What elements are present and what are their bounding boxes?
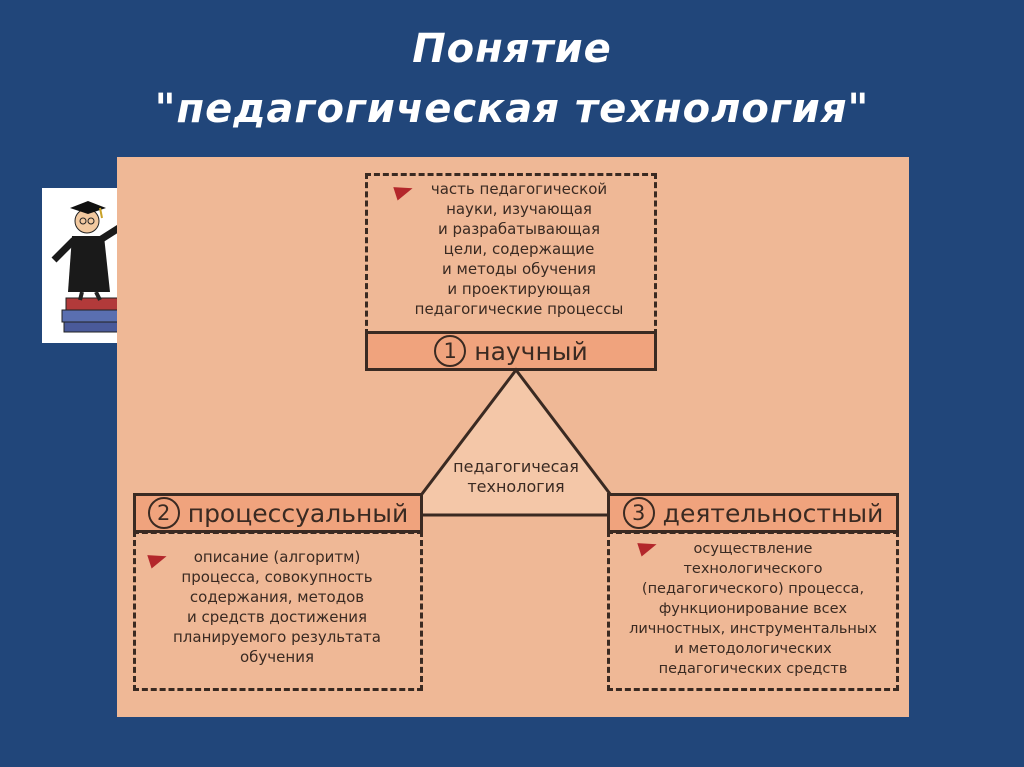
activity-label: деятельностный <box>662 498 884 528</box>
activity-box <box>607 531 899 691</box>
number-2-badge: 2 <box>147 497 180 529</box>
scientific-band: 1 научный <box>365 331 657 371</box>
number-1-badge: 1 <box>434 335 467 367</box>
slide-title-line-2: "педагогическая технология" <box>154 86 870 132</box>
scientific-label: научный <box>474 336 588 366</box>
number-3-badge: 3 <box>622 497 655 529</box>
procedural-label: процессуальный <box>187 498 409 528</box>
procedural-description: описание (алгоритм) процесса, совокупнос… <box>173 548 381 666</box>
center-label: педагогичесая технология <box>453 457 579 496</box>
slide-title-line-1: Понятие <box>412 26 612 72</box>
diagram-panel: часть педагогической науки, изучающая и … <box>117 157 909 717</box>
procedural-band: 2 процессуальный <box>133 493 423 533</box>
scientific-description: часть педагогической науки, изучающая и … <box>414 180 624 318</box>
activity-description: осуществление технологического (педагоги… <box>629 541 877 677</box>
activity-band: 3 деятельностный <box>607 493 899 533</box>
pedagogical-technology-triangle <box>402 367 630 517</box>
procedural-box <box>133 531 423 691</box>
